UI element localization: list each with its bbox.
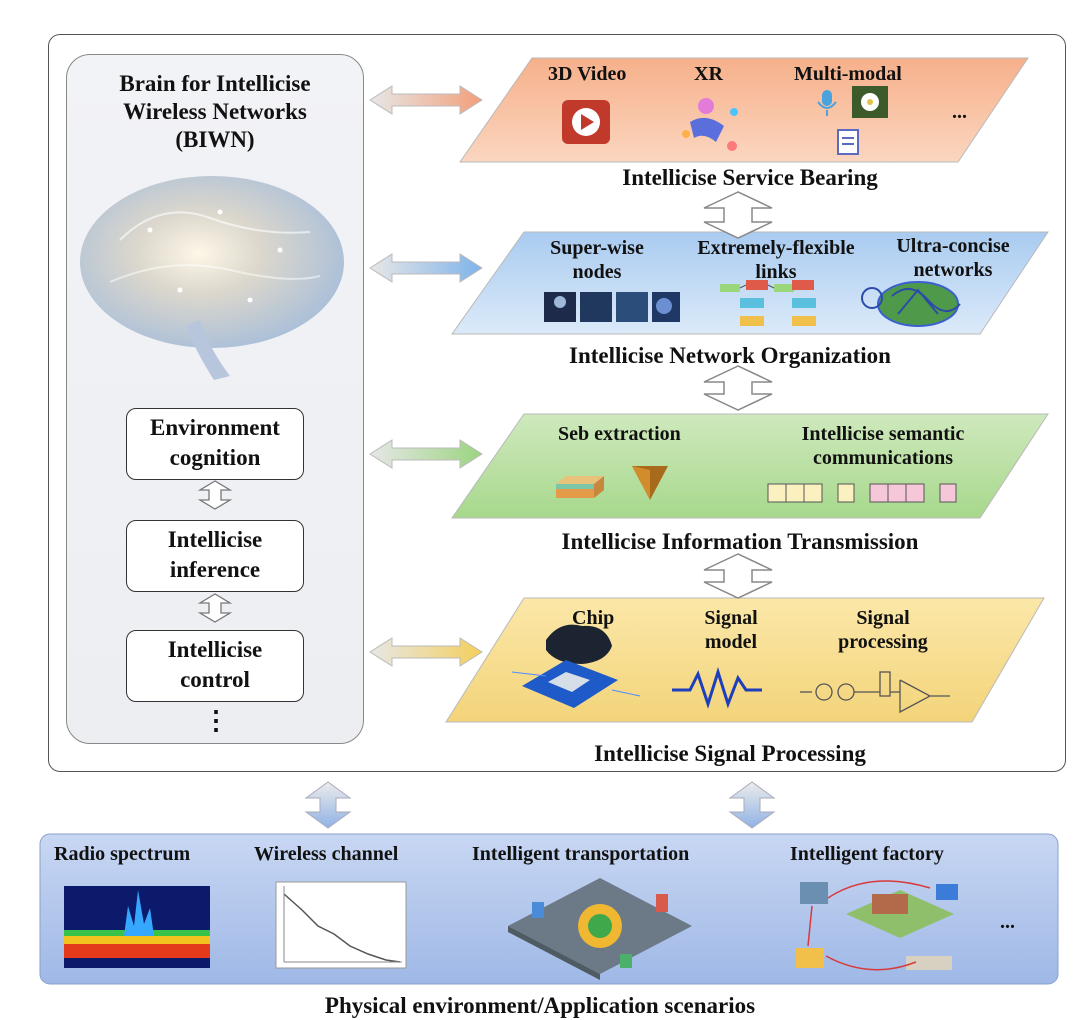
layer1-item-more: ... bbox=[952, 101, 967, 123]
phys-item-radio-spectrum: Radio spectrum bbox=[54, 843, 191, 865]
layer2-item2-line2: links bbox=[755, 261, 797, 283]
layer1-item-3d-video: 3D Video bbox=[548, 63, 627, 85]
intelligent-factory-image bbox=[796, 880, 958, 971]
brain-more-ellipsis: ⋮ bbox=[203, 706, 229, 735]
layer2-item3-line2: networks bbox=[913, 259, 993, 281]
layer3-title: Intellicise Information Transmission bbox=[561, 529, 919, 554]
brain-title-line1: Brain for Intellicise bbox=[119, 71, 311, 96]
phys-item-wireless-channel: Wireless channel bbox=[254, 843, 399, 865]
layer2-title: Intellicise Network Organization bbox=[569, 343, 891, 368]
layer3-item2-line1: Intellicise semantic bbox=[801, 423, 965, 445]
layer4-item2-line2: model bbox=[704, 631, 758, 653]
brain-title-line3: (BIWN) bbox=[175, 127, 255, 152]
signal-wave-icon bbox=[672, 666, 762, 709]
video-play-icon bbox=[562, 100, 610, 144]
brain-layer-arrow-3 bbox=[369, 439, 483, 469]
layer3-item2-line2: communications bbox=[813, 447, 953, 469]
layer-1-plane bbox=[459, 57, 1029, 163]
physical-title: Physical environment/Application scenari… bbox=[324, 993, 756, 1018]
step-environment-cognition: Environment cognition bbox=[126, 408, 304, 480]
layer4-title: Intellicise Signal Processing bbox=[594, 741, 866, 766]
semantic-blocks-yellow-icon bbox=[767, 483, 855, 503]
layer4-item3-line2: processing bbox=[838, 631, 928, 653]
brain-title: Brain for Intellicise Wireless Networks … bbox=[70, 70, 360, 154]
radio-spectrum-image bbox=[64, 886, 210, 968]
layer-arrow-1-2 bbox=[703, 191, 773, 239]
brain-layer-arrow-2 bbox=[369, 253, 483, 283]
layer2-item3-line1: Ultra-concise bbox=[896, 235, 1010, 257]
seb-block-icon bbox=[556, 476, 604, 498]
layer4-item2-line1: Signal bbox=[704, 607, 758, 629]
phys-item-intelligent-transportation: Intelligent transportation bbox=[472, 843, 690, 865]
layer3-item-semantic-comm: Intellicise semantic communications bbox=[770, 422, 996, 470]
brain-layer-arrow-4 bbox=[369, 637, 483, 667]
step-2-line1: Intellicise bbox=[167, 527, 263, 552]
brain-illustration bbox=[80, 176, 344, 380]
layer2-item-super-wise-nodes: Super-wise nodes bbox=[532, 236, 662, 284]
main-frame bbox=[48, 34, 1066, 772]
phys-item-intelligent-factory: Intelligent factory bbox=[790, 843, 944, 865]
layer-arrow-3-4 bbox=[703, 553, 773, 599]
intelligent-transportation-image bbox=[508, 878, 692, 980]
layer1-item-xr: XR bbox=[694, 63, 723, 85]
chip-icon bbox=[511, 624, 641, 708]
phys-arrow-right bbox=[728, 781, 776, 829]
step-3-line2: control bbox=[180, 667, 250, 692]
layer1-item-multimodal: Multi-modal bbox=[794, 63, 902, 85]
step-2-line2: inference bbox=[169, 557, 261, 582]
ultra-concise-networks-icon bbox=[861, 281, 961, 327]
brain-title-line2: Wireless Networks bbox=[123, 99, 307, 124]
layer1-title: Intellicise Service Bearing bbox=[622, 165, 878, 190]
phys-item-more: ... bbox=[1000, 911, 1015, 933]
step-3-line1: Intellicise bbox=[167, 637, 263, 662]
step-arrow-1-2 bbox=[197, 480, 233, 510]
step-1-line1: Environment bbox=[150, 415, 280, 440]
step-1-line2: cognition bbox=[169, 445, 261, 470]
layer2-item-ultra-concise-networks: Ultra-concise networks bbox=[878, 234, 1028, 282]
layer3-item-seb-extraction: Seb extraction bbox=[558, 423, 681, 445]
layer2-item1-line2: nodes bbox=[572, 261, 622, 283]
step-intellicise-inference: Intellicise inference bbox=[126, 520, 304, 592]
microphone-icon bbox=[817, 90, 837, 116]
super-wise-nodes-icon bbox=[544, 292, 680, 322]
image-flower-icon bbox=[852, 86, 888, 118]
layer4-item-chip: Chip bbox=[572, 607, 615, 629]
layer2-item2-line1: Extremely-flexible bbox=[697, 237, 855, 259]
layer2-item-flexible-links: Extremely-flexible links bbox=[676, 236, 876, 284]
brain-layer-arrow-1 bbox=[369, 85, 483, 115]
wireless-channel-image bbox=[275, 881, 407, 969]
step-intellicise-control: Intellicise control bbox=[126, 630, 304, 702]
layer-arrow-2-3 bbox=[703, 365, 773, 411]
step-arrow-2-3 bbox=[197, 593, 233, 623]
layer4-item3-line1: Signal bbox=[856, 607, 910, 629]
document-icon bbox=[837, 129, 859, 155]
layer4-item-signal-processing: Signal processing bbox=[818, 606, 948, 654]
phys-arrow-left bbox=[304, 781, 352, 829]
seb-pyramid-icon bbox=[632, 466, 668, 500]
layer2-item1-line1: Super-wise bbox=[550, 237, 644, 259]
semantic-blocks-pink-icon bbox=[869, 483, 957, 503]
signal-processing-circuit-icon bbox=[800, 671, 950, 714]
flexible-links-icon bbox=[720, 280, 816, 326]
xr-headset-icon bbox=[682, 98, 738, 151]
brain-panel bbox=[66, 54, 364, 744]
layer4-item-signal-model: Signal model bbox=[676, 606, 786, 654]
